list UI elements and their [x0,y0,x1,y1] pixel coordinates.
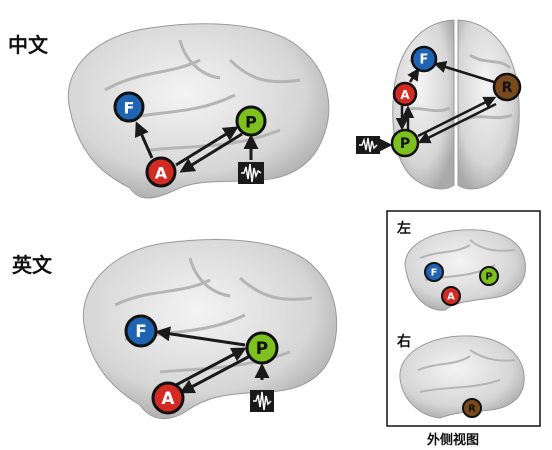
node-letter: A [447,292,455,303]
node-letter: F [431,268,438,279]
auditory-waveform-icon [238,162,264,184]
brain-bottom-lateral [82,239,338,420]
arrow-p-to-a [179,132,243,173]
node-p-top: P [235,105,267,137]
brain-inset-left [404,229,526,311]
node-a-dorsal: A [392,81,418,107]
node-a-inset: A [441,286,461,306]
node-letter: A [400,88,410,102]
node-letter: F [124,99,135,118]
arrow-a-to-f [407,67,420,83]
auditory-waveform-icon [356,136,380,154]
inset-label-right: 右 [396,333,411,350]
arrow-a-to-f [134,121,154,159]
inset-caption: 外侧视图 [426,432,479,448]
auditory-waveform-icon [250,390,274,412]
node-r-dorsal: R [492,72,522,102]
arrow-p-to-a [179,354,251,394]
node-r-inset: R [462,398,482,418]
arrows-bottom-lateral [155,326,270,394]
node-p-bottom: P [245,331,279,365]
brain-top-lateral [67,23,330,199]
arrows-top-dorsal [380,60,497,152]
node-p-dorsal: P [390,128,420,158]
node-f-inset: F [424,262,444,282]
node-letter: P [256,339,268,359]
node-letter: P [400,136,410,152]
node-f-top: F [113,91,145,123]
node-p-inset: P [479,266,499,286]
node-f-dorsal: F [410,45,438,73]
arrows-top-lateral [134,121,259,173]
node-letter: A [161,389,175,409]
inset-label-left: 左 [396,220,411,237]
node-a-bottom: A [151,381,185,415]
node-letter: A [155,164,168,183]
brain-inset-right [399,335,525,419]
node-letter: P [485,272,492,283]
node-letter: F [420,53,429,68]
row-label-top: 中文 [8,33,49,57]
arrow-p-to-r [417,96,497,138]
node-letter: R [468,404,476,415]
arrow-p-to-f [155,326,246,347]
node-f-bottom: F [124,314,158,348]
arrow-r-to-p [417,102,497,144]
node-a-top: A [145,156,177,188]
node-letter: F [135,322,147,342]
brain-top-dorsal [392,19,520,190]
node-letter: P [245,113,257,132]
row-label-bottom: 英文 [12,253,53,277]
node-letter: R [502,80,513,96]
arrow-a-to-p [175,347,247,387]
arrow-r-to-f [433,60,495,84]
